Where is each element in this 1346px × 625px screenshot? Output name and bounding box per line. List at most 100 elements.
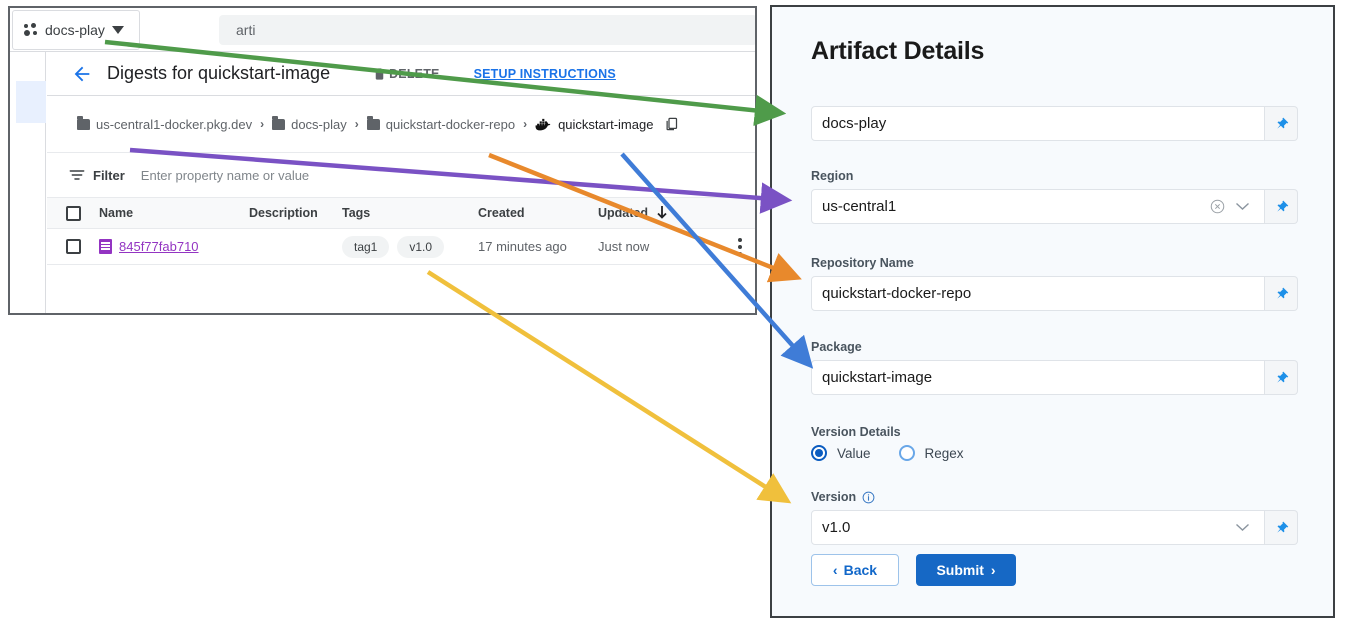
repository-name-field[interactable]: quickstart-docker-repo bbox=[811, 276, 1265, 311]
chevron-down-icon[interactable] bbox=[1235, 523, 1250, 532]
row-tags-cell: tag1 v1.0 bbox=[342, 235, 478, 258]
repository-name-field-group: Repository Name quickstart-docker-repo bbox=[811, 256, 1298, 311]
row-actions-cell bbox=[716, 237, 755, 256]
row-checkbox[interactable] bbox=[65, 239, 81, 254]
project-selector-label: docs-play bbox=[45, 22, 105, 38]
project-field[interactable]: docs-play bbox=[811, 106, 1265, 141]
search-input[interactable]: arti bbox=[219, 15, 755, 45]
breadcrumb: us-central1-docker.pkg.dev › docs-play ›… bbox=[47, 96, 755, 153]
panel-button-row: ‹ Back Submit › bbox=[811, 554, 1016, 586]
project-selector[interactable]: docs-play bbox=[12, 10, 140, 50]
back-arrow-icon[interactable] bbox=[71, 63, 93, 85]
breadcrumb-item-package[interactable]: quickstart-image bbox=[535, 117, 653, 132]
left-nav-rail bbox=[10, 52, 46, 313]
repository-name-field-label: Repository Name bbox=[811, 256, 914, 270]
package-field[interactable]: quickstart-image bbox=[811, 360, 1265, 395]
breadcrumb-separator: › bbox=[354, 117, 359, 131]
region-field[interactable]: us-central1 bbox=[811, 189, 1265, 224]
copy-icon[interactable] bbox=[664, 116, 679, 132]
breadcrumb-label: us-central1-docker.pkg.dev bbox=[96, 116, 253, 132]
tag-chip[interactable]: tag1 bbox=[342, 235, 390, 258]
version-field-group: Version v1.0 bbox=[811, 490, 1298, 545]
filter-label: Filter bbox=[93, 167, 125, 183]
back-button[interactable]: ‹ Back bbox=[811, 554, 899, 586]
package-field-pin-button[interactable] bbox=[1265, 360, 1298, 395]
search-input-value: arti bbox=[236, 22, 256, 38]
breadcrumb-item-project[interactable]: docs-play bbox=[272, 115, 347, 132]
breadcrumb-separator: › bbox=[260, 117, 265, 131]
folder-icon bbox=[272, 115, 286, 130]
table-header-row: Name Description Tags Created Updated bbox=[47, 198, 755, 229]
radio-regex[interactable] bbox=[898, 445, 915, 461]
version-details-label: Version Details bbox=[811, 425, 901, 439]
sort-descending-icon bbox=[657, 206, 667, 219]
left-nav-active-indicator bbox=[16, 81, 46, 123]
pin-icon bbox=[1276, 200, 1288, 212]
column-header-tags[interactable]: Tags bbox=[342, 206, 371, 220]
pin-icon bbox=[1276, 521, 1288, 533]
breadcrumb-item-repository[interactable]: quickstart-docker-repo bbox=[366, 115, 516, 132]
project-field-row: docs-play bbox=[811, 106, 1298, 141]
repository-name-field-value: quickstart-docker-repo bbox=[822, 285, 972, 302]
version-field-label-text: Version bbox=[811, 490, 857, 504]
version-field[interactable]: v1.0 bbox=[811, 510, 1265, 545]
folder-icon bbox=[77, 115, 90, 130]
console-top-bar: docs-play arti bbox=[10, 8, 755, 52]
chevron-down-icon[interactable] bbox=[1235, 202, 1250, 211]
radio-value[interactable] bbox=[811, 445, 827, 461]
region-field-group: Region us-central1 bbox=[811, 169, 1298, 224]
filter-bar: Filter Enter property name or value bbox=[47, 153, 755, 198]
column-header-updated-label: Updated bbox=[598, 206, 648, 220]
tag-chip-version[interactable]: v1.0 bbox=[397, 235, 445, 258]
row-overflow-menu-icon[interactable] bbox=[738, 237, 742, 256]
package-field-value: quickstart-image bbox=[822, 369, 933, 386]
package-field-label: Package bbox=[811, 340, 862, 354]
digest-link-label: 845f77fab710 bbox=[119, 239, 199, 254]
row-name-cell: 845f77fab710 bbox=[99, 239, 249, 254]
column-header-name[interactable]: Name bbox=[99, 206, 134, 220]
column-header-description[interactable]: Description bbox=[249, 206, 318, 220]
breadcrumb-item-registry-host[interactable]: us-central1-docker.pkg.dev bbox=[77, 115, 253, 132]
repository-name-field-pin-button[interactable] bbox=[1265, 276, 1298, 311]
filter-input[interactable]: Enter property name or value bbox=[140, 167, 310, 183]
column-header-updated[interactable]: Updated bbox=[598, 206, 716, 220]
artifact-details-panel: Artifact Details docs-play Region us-cen… bbox=[770, 5, 1335, 618]
submit-button[interactable]: Submit › bbox=[916, 554, 1016, 586]
docker-whale-icon bbox=[535, 118, 551, 130]
breadcrumb-separator: › bbox=[523, 117, 528, 131]
region-field-row: us-central1 bbox=[811, 189, 1298, 224]
forward-chevron-icon: › bbox=[990, 562, 996, 578]
radio-value-label: Value bbox=[837, 445, 871, 461]
version-details-radio-group: Value Regex bbox=[811, 445, 1298, 461]
digest-link[interactable]: 845f77fab710 bbox=[99, 239, 249, 254]
gcp-dots-icon bbox=[24, 23, 38, 37]
breadcrumb-label: docs-play bbox=[291, 116, 347, 132]
table-row[interactable]: 845f77fab710 tag1 v1.0 17 minutes ago Ju… bbox=[47, 229, 755, 265]
chevron-down-icon bbox=[111, 26, 124, 34]
page-title: Digests for quickstart-image bbox=[107, 63, 331, 83]
back-button-label: Back bbox=[843, 562, 878, 578]
package-field-group: Package quickstart-image bbox=[811, 340, 1298, 395]
gcp-console-window: docs-play arti Digests for quickstart-im… bbox=[8, 6, 757, 315]
version-details-group: Version Details Value Regex bbox=[811, 425, 1298, 461]
folder-icon bbox=[366, 115, 380, 130]
delete-button-label: DELETE bbox=[389, 66, 440, 81]
radio-regex-label: Regex bbox=[924, 445, 964, 461]
select-all-cell bbox=[47, 205, 99, 221]
column-header-created[interactable]: Created bbox=[478, 206, 525, 220]
breadcrumb-label: quickstart-docker-repo bbox=[385, 116, 516, 132]
page-header: Digests for quickstart-image DELETE SETU… bbox=[47, 52, 755, 96]
info-icon[interactable] bbox=[862, 491, 875, 504]
project-field-pin-button[interactable] bbox=[1265, 106, 1298, 141]
row-created-cell: 17 minutes ago bbox=[478, 239, 567, 254]
repository-name-field-row: quickstart-docker-repo bbox=[811, 276, 1298, 311]
setup-instructions-link[interactable]: SETUP INSTRUCTIONS bbox=[473, 66, 616, 81]
clear-icon[interactable] bbox=[1210, 199, 1225, 214]
select-all-checkbox[interactable] bbox=[65, 205, 81, 221]
version-field-pin-button[interactable] bbox=[1265, 510, 1298, 545]
delete-button[interactable]: DELETE bbox=[372, 66, 440, 82]
filter-icon[interactable] bbox=[69, 169, 85, 181]
package-field-row: quickstart-image bbox=[811, 360, 1298, 395]
region-field-pin-button[interactable] bbox=[1265, 189, 1298, 224]
